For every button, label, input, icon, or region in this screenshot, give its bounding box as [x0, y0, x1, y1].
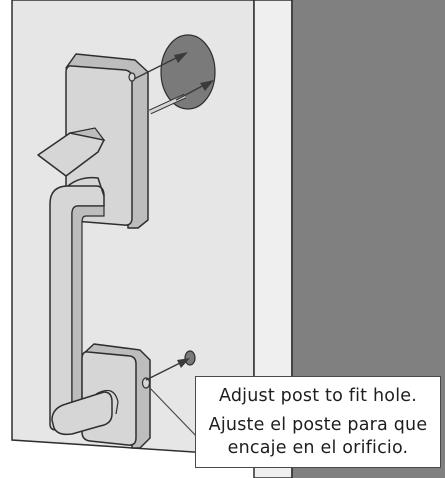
screw-post-icon [141, 377, 151, 389]
lower-alignment-arrow-icon [145, 358, 190, 381]
instruction-spanish-line2: encaje en el orificio. [227, 438, 409, 458]
instruction-spanish-line1: Ajuste el poste para que [208, 415, 428, 435]
instruction-callout: Adjust post to fit hole. Ajuste el poste… [195, 376, 441, 468]
alignment-arrow-icon [131, 52, 214, 101]
instruction-english: Adjust post to fit hole. [219, 386, 417, 406]
callout-leader [147, 385, 201, 441]
mounting-hole-icon [160, 34, 216, 110]
thumb-lever [37, 132, 105, 177]
instruction-spanish: Ajuste el poste para que encaje en el or… [196, 414, 440, 460]
